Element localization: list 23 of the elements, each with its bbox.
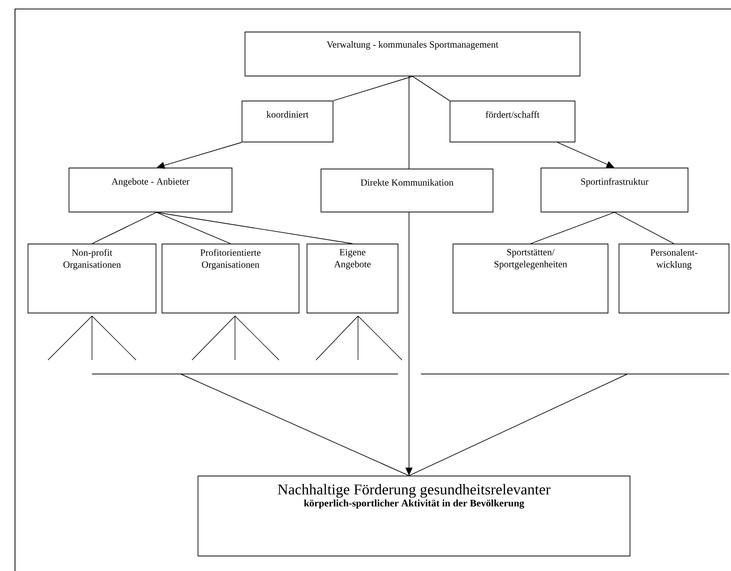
text-box: koordiniert (242, 100, 334, 142)
text-box: Eigene Angebote (306, 244, 398, 314)
text-box: Sportinfrastruktur (540, 168, 688, 212)
text-box: Sportstätten/ Sportgelegenheiten (452, 244, 608, 314)
text-box: Personalent-wicklung (618, 244, 730, 314)
connector-line (614, 212, 674, 244)
text-box: Angebote - Anbieter (68, 168, 232, 212)
text-box: Direkte Kommunikation (320, 168, 494, 212)
text-box: Non-profit Organisationen (28, 244, 156, 314)
connector-line (408, 374, 628, 476)
connector-line (333, 76, 413, 101)
connector-line (408, 75, 410, 169)
connector-line (156, 212, 353, 244)
text-box: Nachhaltige Förderung gesundheitsrelevanter körperlich-sportlicher Aktivität in der Bevölkerung (198, 476, 630, 556)
connector-line (92, 212, 157, 244)
text-box: fördert/schafft (450, 100, 576, 142)
connector-line (530, 212, 615, 244)
connector-line (412, 76, 450, 101)
text-box: Verwaltung - kommunales Sportmanagement (244, 32, 580, 76)
connector-line (156, 212, 231, 244)
connector-line (180, 374, 410, 476)
text-box: Profitorientierte Organisationen (162, 244, 300, 314)
arrow (557, 142, 614, 168)
